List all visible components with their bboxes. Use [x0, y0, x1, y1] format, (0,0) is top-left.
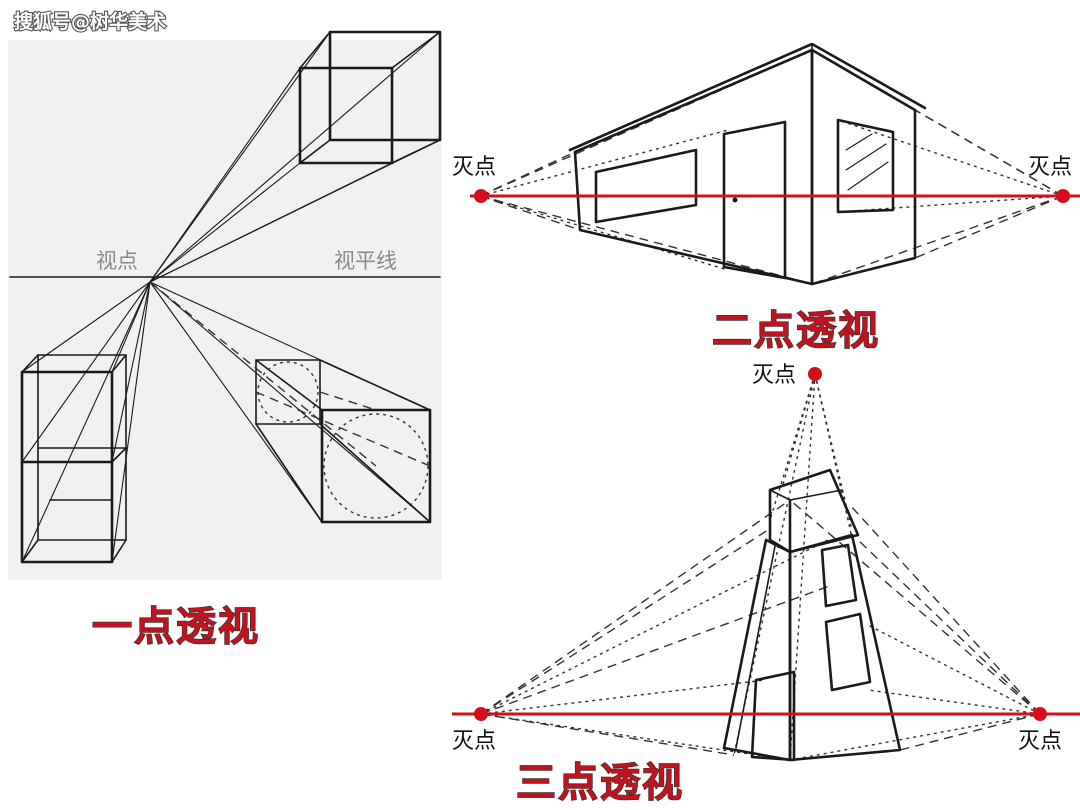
two-point-vp-right-label: 灭点	[1028, 155, 1072, 180]
house-drawing	[568, 42, 927, 286]
two-point-title: 二点透视	[712, 308, 880, 354]
one-point-background	[8, 40, 442, 580]
three-point-vp-top-dot	[808, 367, 822, 381]
two-point-vp-left-dot	[474, 189, 488, 203]
left-box-rays	[21, 281, 151, 563]
three-point-vp-right-dot	[1033, 707, 1047, 721]
three-point-vp-right-label: 灭点	[1018, 729, 1062, 754]
three-point-panel: 灭点 灭点 灭点 三点透视	[452, 363, 1080, 807]
three-point-vp-left-label: 灭点	[452, 729, 496, 754]
two-point-vp-left-label: 灭点	[452, 155, 496, 180]
horizon-label: 视平线	[334, 249, 397, 273]
three-point-vp-top-label: 灭点	[752, 363, 796, 388]
two-point-construction-lines	[479, 49, 1064, 285]
watermark-text: 搜狐号@树华美术	[14, 10, 166, 33]
tower-drawing	[722, 468, 902, 762]
one-point-title: 一点透视	[92, 604, 260, 650]
right-box-rays	[149, 281, 431, 523]
two-point-vp-right-dot	[1056, 189, 1070, 203]
one-point-panel: 视点 视平线 一点透视	[8, 30, 442, 651]
three-point-title: 三点透视	[516, 760, 684, 806]
top-cube-rays	[149, 31, 441, 283]
two-point-panel: 灭点 灭点 二点透视	[452, 42, 1080, 355]
three-point-vp-left-dot	[474, 707, 488, 721]
viewpoint-label: 视点	[96, 249, 138, 273]
